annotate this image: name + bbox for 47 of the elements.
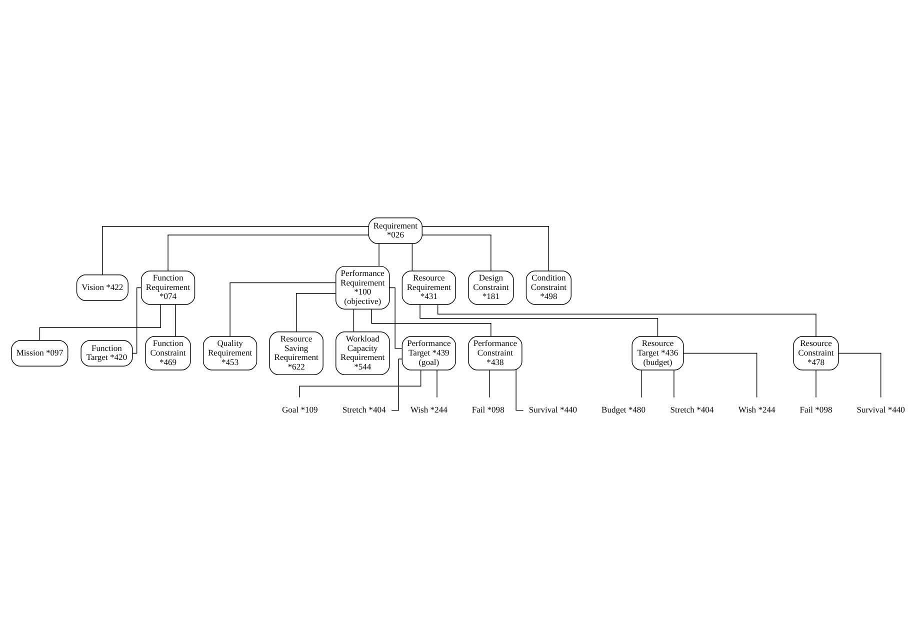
connector (641, 370, 642, 398)
node-box: Resource Constraint *478 (793, 336, 839, 370)
connector (437, 304, 816, 337)
connector (422, 234, 492, 272)
node-text: Stretch *404 (342, 404, 386, 415)
connector (175, 304, 176, 337)
connector (420, 304, 658, 337)
connector (683, 352, 758, 398)
connector (436, 370, 438, 398)
connector (353, 308, 354, 332)
node-text: Goal *109 (282, 404, 318, 415)
node-box: Condition Constraint *498 (526, 270, 572, 305)
node-box: Resource Target *436 (budget) (632, 336, 684, 370)
connector (838, 352, 882, 398)
connector (296, 293, 336, 332)
node-box: Function Target *420 (80, 340, 133, 366)
node-text: Stretch *404 (670, 404, 714, 415)
connector (132, 287, 142, 354)
connector (389, 287, 402, 349)
connector (168, 234, 370, 272)
connector (378, 243, 380, 267)
node-box: Mission *097 (11, 340, 68, 366)
node-text: Survival *440 (528, 404, 578, 415)
node-box: Performance Target *439 (goal) (402, 336, 456, 370)
connector (412, 243, 413, 272)
node-box: Resource Saving Requirement *622 (269, 332, 324, 376)
connector (230, 282, 336, 337)
node-text: Survival *440 (856, 404, 905, 415)
node-box: Requirement *026 (368, 218, 422, 244)
node-text: Wish *244 (738, 404, 776, 415)
node-text: Fail *098 (800, 404, 832, 415)
node-box: Quality Requirement *453 (202, 336, 258, 370)
node-box: Vision *422 (76, 274, 128, 301)
node-box: Workload Capacity Requirement *544 (336, 332, 390, 376)
connector (371, 308, 492, 337)
node-box: Function Constraint *469 (145, 336, 191, 370)
node-box: Design Constraint *181 (468, 270, 514, 305)
node-box: Resource Requirement *431 (402, 270, 456, 305)
node-text: Wish *244 (410, 404, 448, 415)
node-text: Fail *098 (472, 404, 504, 415)
connector (488, 370, 490, 398)
connector (102, 226, 369, 276)
node-text: Budget *480 (602, 404, 646, 415)
node-box: Performance Constraint *438 (468, 336, 522, 370)
node-box: Performance Requirement *100 (objective) (336, 266, 390, 310)
node-box: Function Requirement *074 (140, 270, 196, 305)
connector (422, 226, 550, 271)
